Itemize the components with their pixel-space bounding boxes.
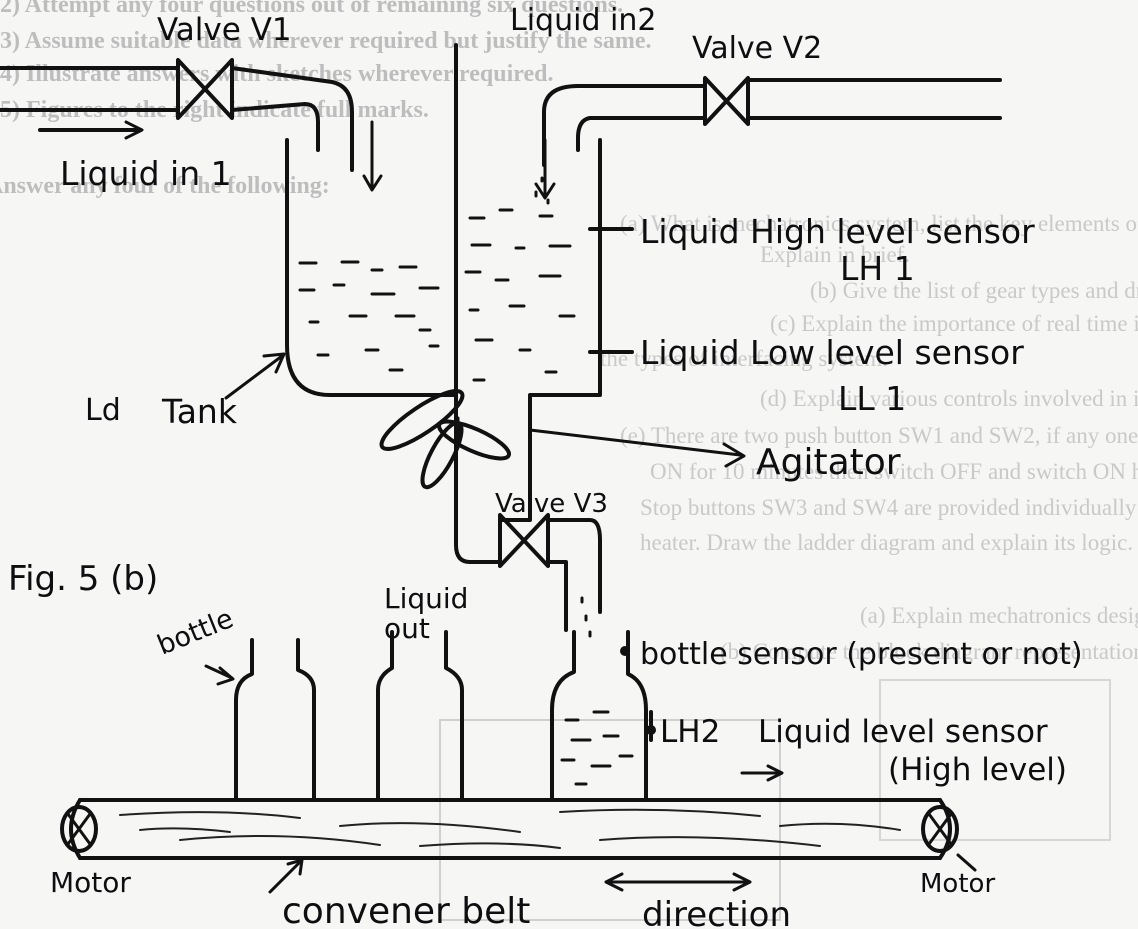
conveyor-belt <box>69 798 952 860</box>
valve-v2-label: Valve V2 <box>692 31 822 66</box>
outlet-pipe <box>454 393 602 632</box>
liquid-in-2-label: Liquid in2 <box>510 3 656 38</box>
level-sensor-label: (High level) <box>888 752 1067 788</box>
agitator-label: Agitator <box>756 442 901 483</box>
bg-line: the types of interfacing system. <box>600 346 888 371</box>
liquid-out-label: Liquid <box>384 582 468 615</box>
bottle-sensor-label: bottle sensor (present or not) <box>640 637 1083 672</box>
bg-line: Explain in brief. <box>760 242 910 267</box>
bg-circuit-box <box>879 679 1111 841</box>
inlet-pipe-1 <box>0 66 383 192</box>
ll1-label: LL 1 <box>838 379 906 418</box>
liquid-in-1-label: Liquid in 1 <box>60 154 232 193</box>
valve-v1-label: Valve V1 <box>157 12 292 48</box>
tank-arrow <box>224 352 286 400</box>
valve-v2-icon <box>703 76 750 126</box>
right-motor-pointer <box>956 853 977 872</box>
bg-line: (2) Attempt any four questions out of re… <box>0 0 623 18</box>
valve-v3-label: Valve V3 <box>495 489 608 519</box>
bottle-1 <box>234 638 316 802</box>
outlet-drops <box>580 596 592 638</box>
bg-circuit-box <box>439 719 781 921</box>
level-sensor-label: Liquid level sensor <box>758 714 1048 750</box>
tank-mark: Ld <box>85 393 121 428</box>
bg-line: (a) What is mechatronics system, list th… <box>620 211 1138 236</box>
agitator-icon <box>379 389 512 490</box>
lh1-label: LH 1 <box>840 249 915 288</box>
bg-line: (b) Compute the block diagram representa… <box>720 639 1138 664</box>
bg-line: (c) Explain the importance of real time … <box>770 311 1138 336</box>
valve-v3-icon <box>498 513 550 568</box>
bottle-arrow <box>204 664 235 686</box>
bg-line: Stop buttons SW3 and SW4 are provided in… <box>640 495 1138 520</box>
low-level-sensor-label: Liquid Low level sensor <box>640 333 1024 372</box>
bottle-3 <box>550 630 648 802</box>
lh2-label: LH2 <box>660 714 720 750</box>
bg-line: Answer any four of the following: <box>0 173 330 199</box>
figure-label: Fig. 5 (b) <box>8 559 158 599</box>
bottle-label: bottle <box>153 603 238 661</box>
bg-line: heater. Draw the ladder diagram and expl… <box>640 530 1133 555</box>
belt-pointer <box>268 858 304 894</box>
valve-v1-icon <box>176 58 234 120</box>
right-motor-icon <box>921 805 959 853</box>
right-motor-label: Motor <box>920 869 995 899</box>
bottle-2 <box>376 630 464 802</box>
bg-line: (d) Explain various controls involved in… <box>760 386 1138 411</box>
tank <box>285 43 602 447</box>
high-level-sensor-label: Liquid High level sensor <box>640 212 1035 251</box>
belt-motion-arrow <box>740 764 784 782</box>
bg-line: (e) There are two push button SW1 and SW… <box>620 423 1138 448</box>
belt-label: convener belt <box>282 891 530 929</box>
left-motor-label: Motor <box>50 866 131 899</box>
direction-arrow <box>604 872 752 892</box>
direction-label: direction <box>642 895 791 929</box>
left-motor-icon <box>60 805 98 853</box>
agitator-arrow <box>528 428 746 468</box>
inlet-pipe-2 <box>534 78 1002 200</box>
bg-line: (3) Assume suitable data wherever requir… <box>0 28 652 54</box>
bg-line: (b) Give the list of gear types and draw… <box>810 278 1138 303</box>
bg-line: (a) Explain mechatronics design process … <box>860 603 1138 628</box>
